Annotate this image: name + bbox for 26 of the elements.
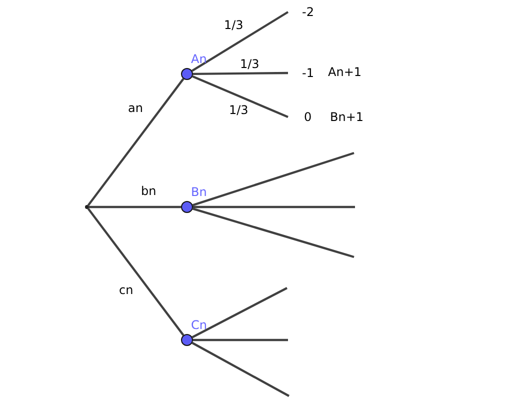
point-label: Cn — [191, 318, 207, 332]
tree-branch-line — [192, 287, 288, 338]
edge-label: cn — [119, 283, 134, 297]
state-label: Bn+1 — [330, 110, 364, 124]
tree-branch-line — [192, 208, 354, 258]
outcome-value: 0 — [288, 110, 312, 124]
edge-label: bn — [141, 184, 156, 198]
tree-branch-line — [192, 72, 288, 76]
edge-label: an — [128, 101, 143, 115]
tree-branch-line — [193, 338, 288, 342]
state-label: An+1 — [328, 65, 362, 79]
tree-branch-line — [87, 208, 184, 336]
tree-branch-line — [87, 78, 184, 206]
tree-branch-line — [192, 152, 354, 206]
tree-branch-line — [193, 206, 355, 208]
point-label: Bn — [191, 185, 207, 199]
tree-branch-line — [89, 206, 181, 208]
edge-label: 1/3 — [224, 18, 244, 32]
edge-label: 1/3 — [240, 57, 260, 71]
tree-branch-line — [192, 342, 290, 397]
outcome-value: -2 — [288, 5, 314, 19]
tree-branch-line — [192, 11, 289, 72]
point-label: An — [191, 52, 207, 66]
tree-branch-line — [192, 75, 288, 118]
outcome-value: -1 — [288, 66, 314, 80]
edge-label: 1/3 — [229, 103, 248, 117]
